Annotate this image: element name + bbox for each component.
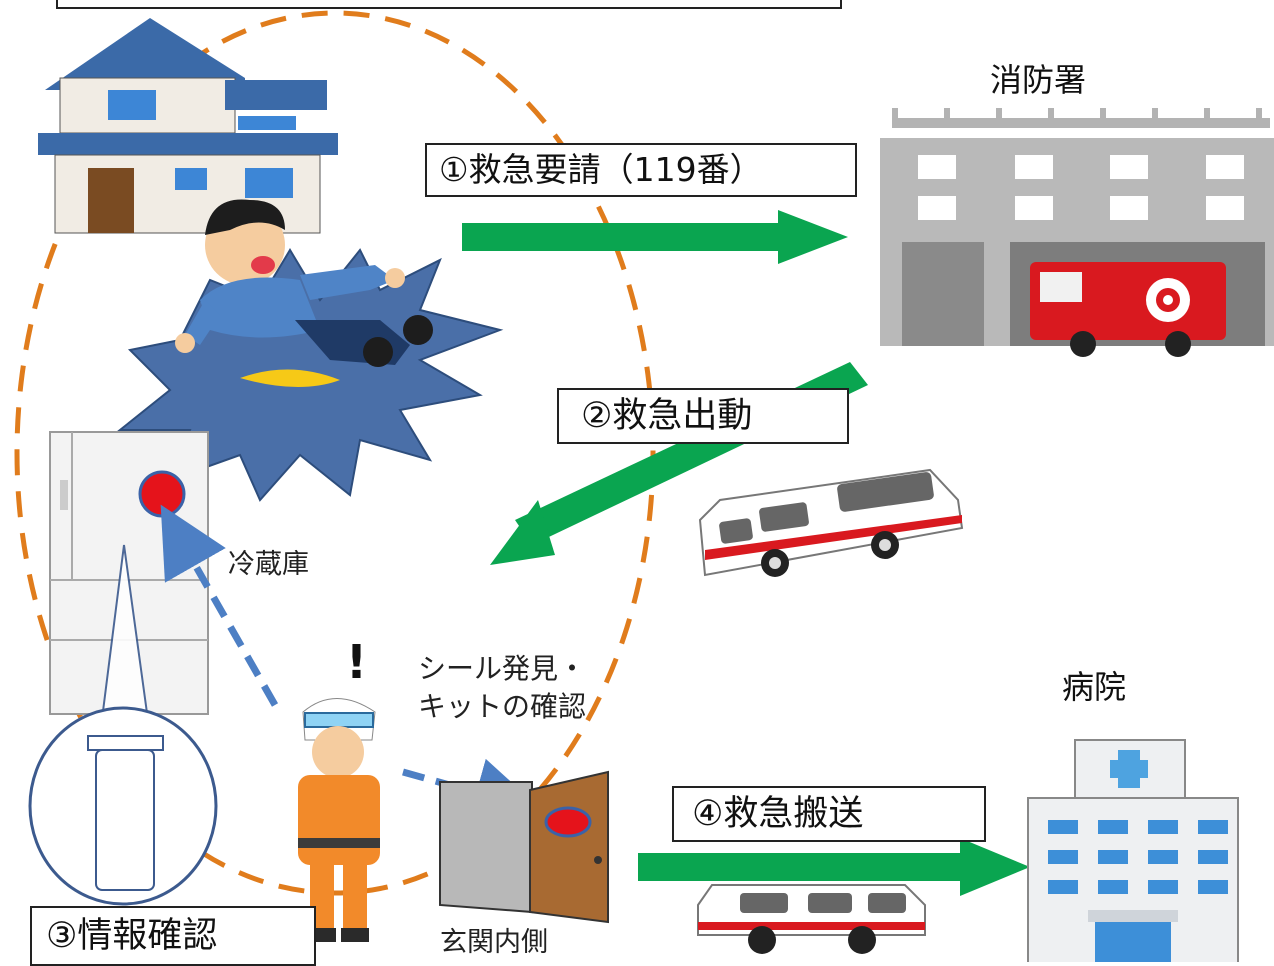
fire-station-label: 消防署 <box>990 61 1087 99</box>
exclamation-mark: ! <box>346 635 367 689</box>
medical-kit-tube-icon <box>28 544 218 906</box>
ambulance-icon <box>698 468 964 577</box>
step-2-label: ②救急出動 <box>581 396 753 436</box>
step-3-label: ③情報確認 <box>46 916 218 956</box>
refrigerator-label: 冷蔵庫 <box>228 549 309 580</box>
rescuer-icon <box>298 698 380 942</box>
step-2-box: ②救急出動 <box>557 388 849 444</box>
step-1-box: ①救急要請（119番） <box>425 143 857 197</box>
sticker-on-fridge <box>138 470 186 518</box>
fallen-man-icon <box>117 199 504 502</box>
seal-found-line-1: シール発見・ <box>418 652 587 685</box>
home-area-dashed-ellipse <box>14 10 656 896</box>
house-icon <box>38 18 338 234</box>
seal-found-label: シール発見・ キットの確認 <box>418 650 586 726</box>
hospital-icon <box>1027 739 1239 962</box>
step-4-label: ④救急搬送 <box>692 794 864 834</box>
step-3-box: ③情報確認 <box>30 906 316 966</box>
arrow-emergency-call <box>462 210 848 264</box>
door-icon <box>439 770 609 924</box>
sticker-on-door <box>544 806 592 838</box>
fire-station-icon <box>880 108 1274 357</box>
hospital-label: 病院 <box>1062 668 1127 706</box>
step-1-label: ①救急要請（119番） <box>439 150 763 189</box>
arrow-transport <box>638 838 1030 896</box>
step-4-box: ④救急搬送 <box>672 786 986 842</box>
entrance-inside-label: 玄関内側 <box>440 927 548 958</box>
top-caption-box <box>56 0 842 9</box>
seal-found-line-2: キットの確認 <box>418 690 587 723</box>
ambulance-icon <box>697 884 926 954</box>
